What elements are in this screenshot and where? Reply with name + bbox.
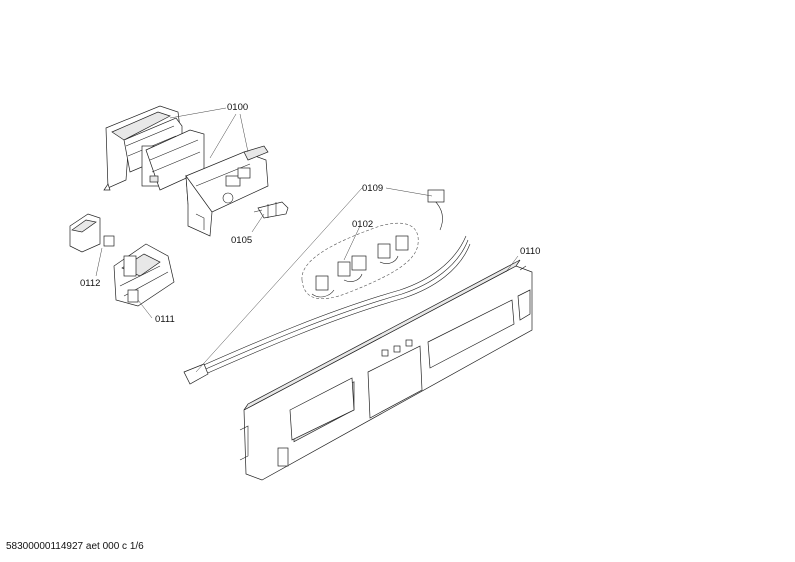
document-id-footer: 58300000114927 aet 000 c 1/6 — [6, 541, 144, 552]
callout-0102: 0102 — [352, 219, 373, 230]
part-0105-switch — [253, 201, 289, 219]
part-0112-bracket — [69, 213, 115, 253]
callout-0112: 0112 — [80, 278, 100, 289]
callout-0109: 0109 — [362, 183, 383, 194]
part-0110-panel — [239, 259, 533, 481]
callout-0110: 0110 — [520, 246, 540, 257]
leader-lines — [95, 107, 519, 373]
part-0100-board — [185, 145, 269, 237]
part-0109-harness — [183, 189, 471, 385]
callout-0105: 0105 — [231, 235, 252, 246]
part-0102-connectors — [301, 222, 419, 299]
callout-0100: 0100 — [227, 102, 248, 113]
part-0111-holder — [113, 243, 175, 307]
callout-0111: 0111 — [155, 314, 175, 325]
